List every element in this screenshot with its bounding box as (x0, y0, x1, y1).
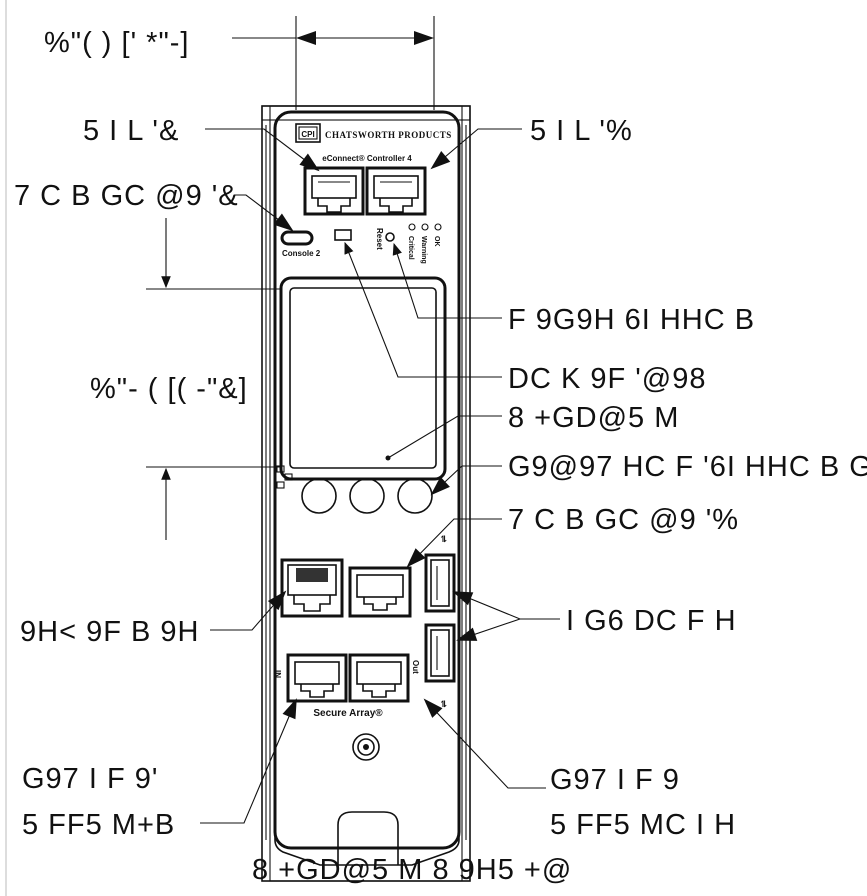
model-name: eConnect® Controller 4 (322, 154, 412, 163)
secure-array-label: Secure Array® (313, 708, 383, 719)
reset-leader (392, 242, 502, 319)
port-1-leader (205, 128, 320, 172)
secure-array-out-callout-line1: G97 I F 9 (550, 764, 680, 796)
display-height-label: %"- ( [( -"&] (90, 373, 248, 405)
port-1-callout: 5 I L '& (83, 115, 179, 147)
usb-icon-2: ⇌ (439, 700, 449, 708)
power-led-leader (344, 241, 502, 378)
usb-icon: ⇌ (439, 535, 449, 543)
display-height-dimension (146, 218, 282, 540)
led-label-warning: Warning (420, 236, 427, 264)
led-label-ok: OK (433, 236, 440, 247)
usb-leader-2 (456, 618, 521, 641)
console-2-callout: 7 C B GC @9 '% (508, 504, 739, 536)
select-button-2[interactable] (349, 478, 385, 514)
select-buttons-leader (430, 465, 502, 496)
select-button-3[interactable] (397, 478, 433, 514)
console-1-port[interactable] (348, 566, 412, 618)
port-2-callout: 5 I L '% (530, 115, 633, 147)
secure-array-in-leader (200, 698, 297, 824)
brand-name: CHATSWORTH PRODUCTS (325, 130, 452, 140)
console-2-label: Console 2 (282, 249, 321, 258)
power-led-callout: DC K 9F '@98 (508, 363, 706, 395)
reset-button-callout: F 9G9H 6I HHC B (508, 304, 755, 336)
svg-text:CPI: CPI (301, 130, 314, 139)
top-width-dimension (232, 16, 435, 110)
brand-logo: CPI (295, 123, 321, 143)
led-label-critical: Critical (407, 236, 414, 260)
out-label: Out (411, 660, 420, 674)
port-2-jack[interactable] (365, 166, 427, 216)
reset-label: Reset (375, 228, 384, 250)
usb-port-2[interactable] (424, 623, 456, 683)
secure-array-out-port[interactable] (348, 653, 410, 703)
console-2-port[interactable] (280, 230, 314, 246)
secure-array-in-callout-line1: G97 I F 9' (22, 763, 158, 795)
select-buttons-callout: G9@97 HC F '6I HHC B G (508, 451, 867, 483)
figure-caption: 8 +GD@5 M 8 9H5 +@ (252, 854, 572, 886)
usb-callout: I G6 DC F H (566, 605, 737, 637)
port-1-jack[interactable] (303, 166, 365, 216)
ethernet-leader (210, 590, 287, 631)
critical-led (408, 223, 416, 231)
ethernet-port[interactable] (280, 558, 344, 618)
console-1-leader (234, 194, 294, 232)
secure-array-out-leader (423, 698, 546, 789)
port-2-leader (430, 128, 522, 170)
display-callout: 8 +GD@5 M (508, 402, 679, 434)
display-leader (387, 415, 502, 459)
secure-array-in-callout-line2: 5 FF5 M+B (22, 809, 175, 841)
usb-port-1[interactable] (424, 553, 456, 613)
ok-led (434, 223, 442, 231)
power-led (334, 229, 352, 241)
secure-array-in-port[interactable] (286, 653, 348, 703)
ethernet-callout: 9H< 9F B 9H (20, 616, 199, 648)
secure-array-out-callout-line2: 5 FF5 MC I H (550, 809, 736, 841)
in-label: IN (273, 670, 282, 678)
display-screen (279, 276, 447, 481)
console-2-leader (406, 518, 502, 568)
top-width-label: %"( ) [' *"-] (44, 27, 189, 59)
network-icon (276, 465, 293, 489)
select-button-1[interactable] (301, 478, 337, 514)
warning-led (421, 223, 429, 231)
ground-screw-icon (352, 733, 380, 761)
device-body (261, 105, 471, 882)
console-1-callout: 7 C B GC @9 '& (14, 180, 239, 212)
reset-button[interactable] (385, 232, 395, 242)
